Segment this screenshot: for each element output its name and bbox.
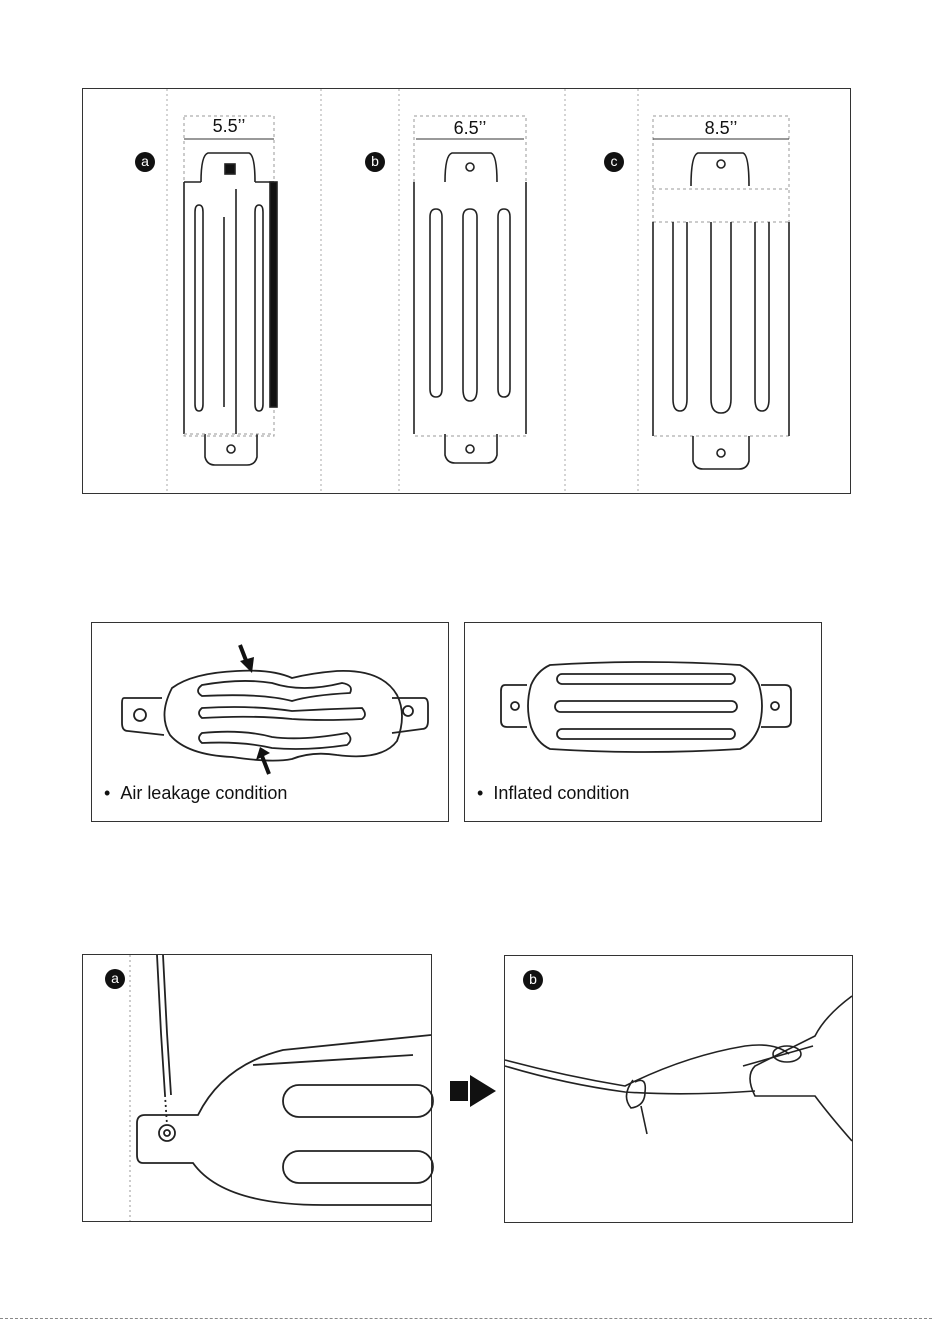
next-step-arrow	[450, 1075, 496, 1107]
fender-a-outline	[184, 116, 277, 465]
tying-step-b-panel: b	[504, 955, 853, 1223]
fender-c-outline	[653, 116, 789, 469]
pressure-arrow-top	[240, 645, 254, 673]
fender-b-outline	[414, 116, 526, 463]
fender-sizes-figure: a b c 5.5’’ 6.5’’ 8.5’’	[82, 88, 851, 494]
marker-a: a	[135, 152, 155, 172]
tying-step-a-panel: a	[82, 954, 432, 1222]
fender-eye-rope-drawing	[83, 955, 431, 1221]
marker-tying-b: b	[523, 970, 543, 990]
page-bottom-rule	[0, 1318, 932, 1319]
width-label-b: 6.5’’	[420, 118, 520, 139]
rope-knot-drawing	[505, 956, 852, 1222]
width-label-a: 5.5’’	[179, 116, 279, 137]
marker-c: c	[604, 152, 624, 172]
air-leakage-panel: • Air leakage condition	[91, 622, 449, 822]
marker-b: b	[365, 152, 385, 172]
inflated-caption: • Inflated condition	[477, 783, 629, 804]
fender-sizes-drawing	[83, 89, 850, 493]
inflated-panel: • Inflated condition	[464, 622, 822, 822]
width-label-c: 8.5’’	[671, 118, 771, 139]
marker-tying-a: a	[105, 969, 125, 989]
air-leakage-caption: • Air leakage condition	[104, 783, 287, 804]
